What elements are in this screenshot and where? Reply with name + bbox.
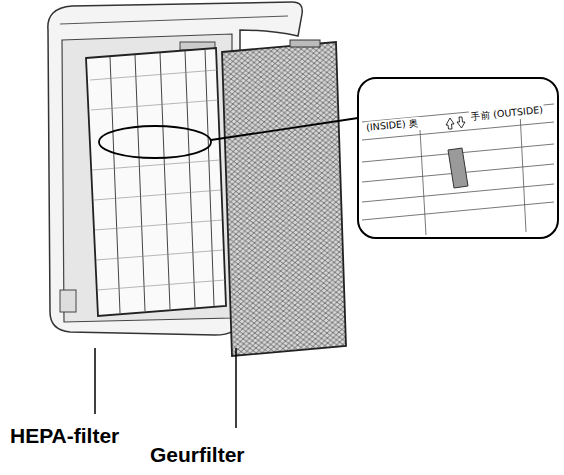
- part-name: Geurfilter: [150, 443, 245, 467]
- part-name: HEPA-filter: [10, 424, 119, 448]
